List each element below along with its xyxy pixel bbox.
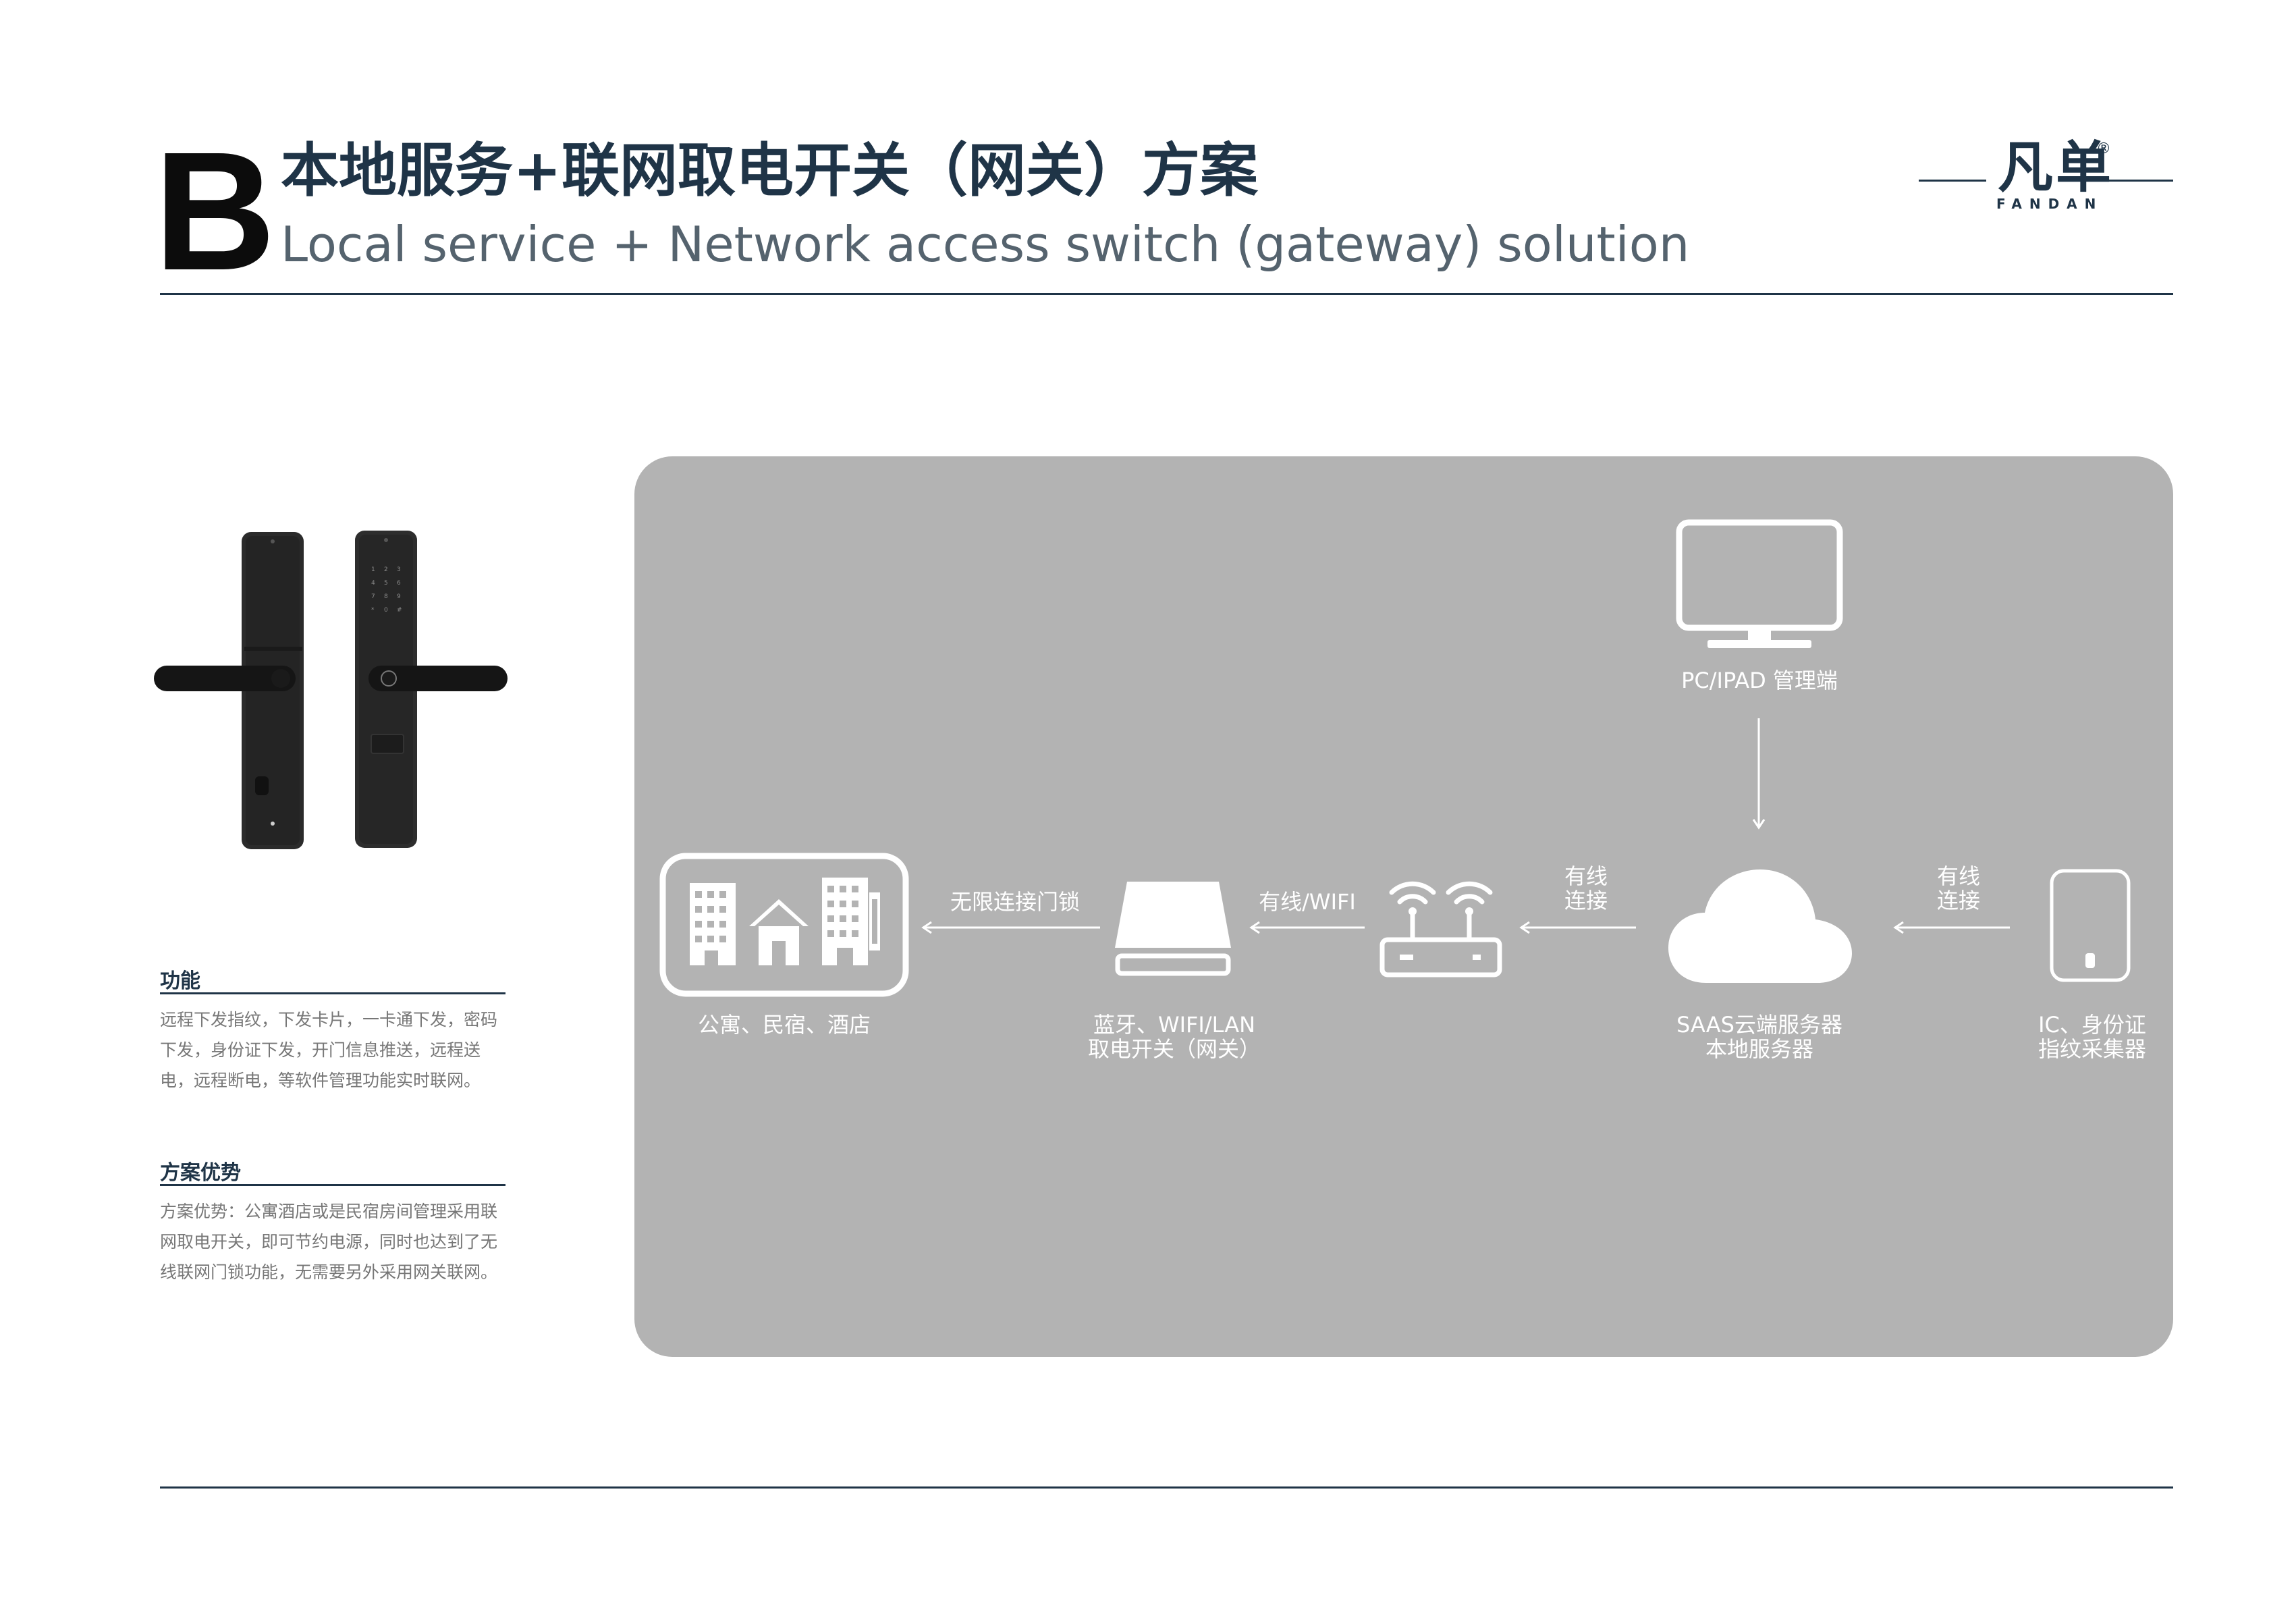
cloud-server-icon xyxy=(1668,869,1852,983)
svg-text:1: 1 xyxy=(371,566,375,573)
footer-divider xyxy=(160,1486,2173,1489)
advantage-title: 方案优势 xyxy=(160,1161,241,1185)
server-label-line1: SAAS云端服务器 xyxy=(1676,1012,1842,1038)
reader-label-line1: IC、身份证 xyxy=(2038,1012,2146,1038)
wireless-connection-label: 无限连接门锁 xyxy=(950,889,1080,915)
arrow-left-icon xyxy=(1893,921,2010,934)
power-switch-icon xyxy=(1115,882,1231,976)
wired-connection-2-label-line2: 连接 xyxy=(1936,888,1980,913)
wired-connection-2-label-line1: 有线 xyxy=(1936,863,1980,889)
header-divider xyxy=(160,293,2173,295)
brand-line-left xyxy=(1919,180,1986,182)
arrow-left-icon xyxy=(1519,921,1636,934)
arrow-down-icon xyxy=(1752,718,1766,830)
wired-wifi-label: 有线/WIFI xyxy=(1259,889,1356,915)
brand-logo: 凡单 xyxy=(1998,136,2114,200)
router-icon xyxy=(1379,881,1502,977)
monitor-icon xyxy=(1676,519,1843,648)
page-title: 本地服务+联网取电开关（网关）方案 xyxy=(281,137,1259,205)
svg-text:6: 6 xyxy=(397,580,401,587)
reader-label-line2: 指纹采集器 xyxy=(2038,1036,2146,1062)
svg-text:8: 8 xyxy=(384,593,388,600)
arrow-left-icon xyxy=(1249,921,1365,934)
card-reader-icon xyxy=(2050,869,2131,982)
buildings-label: 公寓、民宿、酒店 xyxy=(697,1012,871,1038)
function-description: 远程下发指纹，下发卡片，一卡通下发，密码下发，身份证下发，开门信息推送，远程送电… xyxy=(160,1010,498,1090)
brand-line-right xyxy=(2106,180,2173,182)
svg-text:5: 5 xyxy=(384,580,388,587)
brand-registered-mark: ® xyxy=(2096,140,2111,157)
svg-text:#: # xyxy=(397,607,402,614)
buildings-icon xyxy=(659,853,909,997)
svg-text:3: 3 xyxy=(397,566,401,573)
function-title: 功能 xyxy=(160,969,200,993)
svg-text:9: 9 xyxy=(397,593,401,600)
wired-connection-label-line2: 连接 xyxy=(1564,888,1608,913)
function-divider xyxy=(160,992,505,994)
arrow-left-icon xyxy=(921,921,1100,934)
page-subtitle: Local service + Network access switch (g… xyxy=(281,216,1690,273)
switch-label-line2: 取电开关（网关） xyxy=(1087,1036,1261,1062)
switch-label-line1: 蓝牙、WIFI/LAN xyxy=(1093,1012,1256,1038)
section-letter: B xyxy=(154,117,276,305)
svg-text:2: 2 xyxy=(384,566,388,573)
door-lock-image: 1 2 3 4 5 6 7 8 9 * 0 # xyxy=(154,531,508,849)
server-label-line2: 本地服务器 xyxy=(1705,1036,1813,1062)
svg-text:*: * xyxy=(371,607,375,614)
svg-text:0: 0 xyxy=(384,607,388,614)
wired-connection-label-line1: 有线 xyxy=(1564,863,1608,889)
brand-name-en: FANDAN xyxy=(1996,196,2104,212)
advantage-divider xyxy=(160,1184,505,1186)
svg-text:4: 4 xyxy=(371,580,375,587)
diagram-panel xyxy=(634,456,2173,1357)
svg-text:7: 7 xyxy=(371,593,375,600)
pc-ipad-label: PC/IPAD 管理端 xyxy=(1681,668,1838,693)
advantage-description: 方案优势：公寓酒店或是民宿房间管理采用联网取电开关，即可节约电源，同时也达到了无… xyxy=(160,1202,498,1282)
